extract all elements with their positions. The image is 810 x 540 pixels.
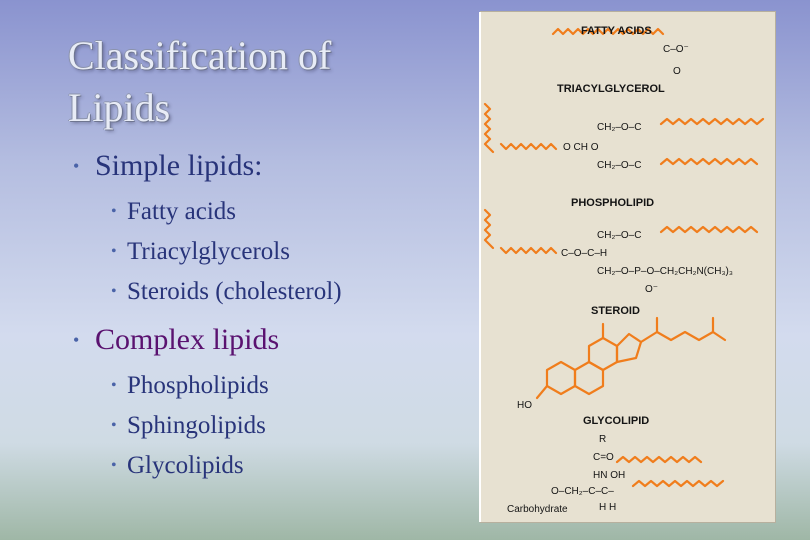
steroid-ring-c: [587, 336, 619, 372]
fa-carbonyl-o: O: [673, 66, 681, 77]
bullet-complex-lipids: Complex lipids: [55, 320, 475, 360]
bullet-triacylglycerols: Triacylglycerols: [55, 232, 475, 272]
steroid-ho: HO: [517, 400, 532, 411]
tag-row-2: O CH O: [563, 142, 599, 153]
steroid-ring-a: [545, 360, 577, 396]
label-fatty-acids: FATTY ACIDS: [581, 25, 652, 37]
tag-chain-right-2: [659, 157, 759, 166]
pl-o-minus: O⁻: [645, 284, 658, 295]
pl-row-1: CH₂–O–C: [597, 230, 641, 241]
steroid-ho-bond: [535, 384, 549, 400]
label-triacylglycerol: TRIACYLGLYCEROL: [557, 83, 665, 95]
pl-chain-right: [659, 225, 759, 234]
fatty-acid-chain: [551, 27, 665, 36]
tag-chain-top-left: [483, 102, 495, 154]
bullet-fatty-acids: Fatty acids: [55, 192, 475, 232]
steroid-ring-d: [615, 332, 643, 364]
tag-chain-middle: [499, 142, 558, 151]
pl-chain-middle: [499, 246, 558, 255]
fa-carboxylate: C–O⁻: [663, 44, 689, 55]
pl-chain-top-left: [483, 208, 495, 250]
lipid-structures-figure: FATTY ACIDS TRIACYLGLYCEROL PHOSPHOLIPID…: [481, 12, 775, 522]
gl-chain-2: [615, 455, 703, 464]
label-glycolipid: GLYCOLIPID: [583, 415, 649, 427]
bullet-simple-lipids: Simple lipids:: [55, 146, 475, 186]
gl-h-h: H H: [599, 502, 616, 513]
gl-carbohydrate: Carbohydrate: [507, 504, 568, 515]
gl-chain-1: [631, 479, 725, 488]
gl-r: R: [599, 434, 606, 445]
bullet-steroids: Steroids (cholesterol): [55, 272, 475, 312]
bullet-glycolipids: Glycolipids: [55, 446, 475, 486]
gl-hn-oh: HN OH: [593, 470, 625, 481]
tag-row-3: CH₂–O–C: [597, 160, 641, 171]
slide-title: Classification of Lipids: [68, 33, 332, 130]
bullet-list: Simple lipids: Fatty acids Triacylglycer…: [55, 146, 475, 486]
tag-row-1: CH₂–O–C: [597, 122, 641, 133]
gl-backbone: O–CH₂–C–C–: [551, 486, 614, 497]
pl-row-3: CH₂–O–P–O–CH₂CH₂N(CH₃)₃: [597, 266, 733, 277]
label-steroid: STEROID: [591, 305, 640, 317]
steroid-side-chain: [639, 330, 727, 344]
pl-row-2: C–O–C–H: [561, 248, 607, 259]
label-phospholipid: PHOSPHOLIPID: [571, 197, 654, 209]
bullet-sphingolipids: Sphingolipids: [55, 406, 475, 446]
gl-amide: C=O: [593, 452, 614, 463]
tag-chain-right-1: [659, 117, 765, 126]
bullet-phospholipids: Phospholipids: [55, 366, 475, 406]
